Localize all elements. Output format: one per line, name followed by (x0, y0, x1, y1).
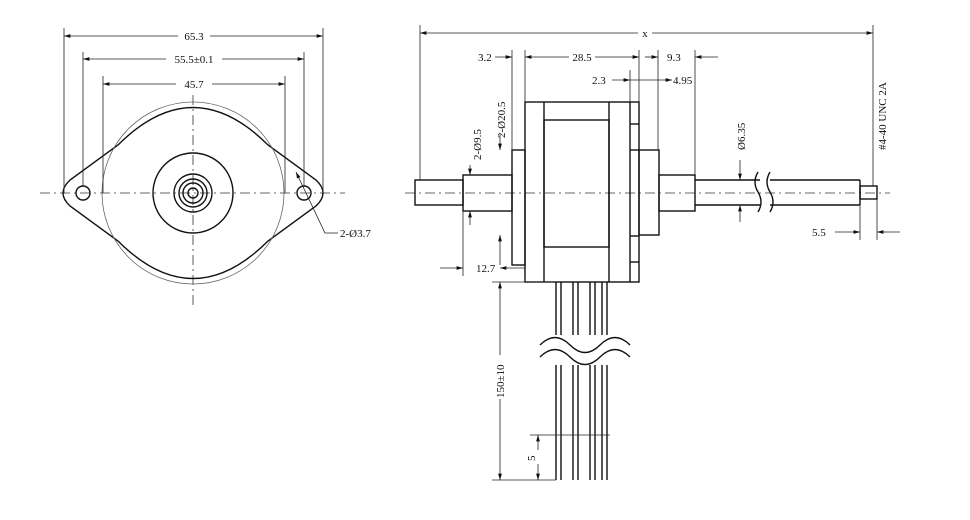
boss-circle (152, 152, 234, 234)
front-flange (638, 149, 660, 236)
dim-shaft-diameter: Ø6.35 (736, 122, 748, 150)
output-shaft (695, 179, 861, 206)
front-view: 65.3 55.5±0.1 45.7 2-Ø3.7 (40, 28, 371, 305)
shaft-break-marks (754, 171, 774, 213)
shaft-center (187, 187, 199, 199)
dim-flange: 3.2 (478, 52, 492, 64)
dim-boss-diameter: 2-Ø20.5 (496, 101, 508, 138)
shaft-ring-inner (182, 182, 204, 204)
dim-rear-shaft-diameter: 2-Ø9.5 (472, 129, 484, 160)
dim-overall-width: 65.3 (184, 31, 204, 43)
dim-strip-length: 5 (526, 455, 538, 461)
dim-thread-length: 5.5 (812, 227, 826, 239)
dim-hole-spacing: 55.5±0.1 (174, 54, 213, 66)
front-boss (658, 174, 696, 212)
dim-lead-length: 150±10 (495, 364, 507, 398)
side-view: x 3.2 28.5 9.3 2.3 4.95 2-Ø20.5 2-Ø9.5 Ø… (405, 25, 900, 481)
motor-body (524, 101, 640, 283)
dim-body-length: 28.5 (572, 52, 592, 64)
dim-lip: 2.3 (592, 75, 606, 87)
threaded-tip (859, 185, 878, 200)
rear-flange (511, 149, 526, 266)
dim-thread: #4-40 UNC 2A (877, 82, 889, 150)
dim-overall-length: x (642, 28, 648, 40)
dim-mount-holes: 2-Ø3.7 (340, 228, 371, 240)
dim-body-diameter: 45.7 (184, 79, 204, 91)
dim-boss-offset: 4.95 (673, 75, 693, 87)
dim-boss-length: 9.3 (667, 52, 681, 64)
shaft-ring (178, 178, 208, 208)
flange-outline (62, 106, 324, 280)
dim-rear-shaft: 12.7 (476, 263, 496, 275)
lead-wires (539, 282, 631, 480)
rear-shaft (414, 179, 464, 206)
body-circle (101, 101, 285, 285)
shaft-ring-outer (173, 173, 213, 213)
